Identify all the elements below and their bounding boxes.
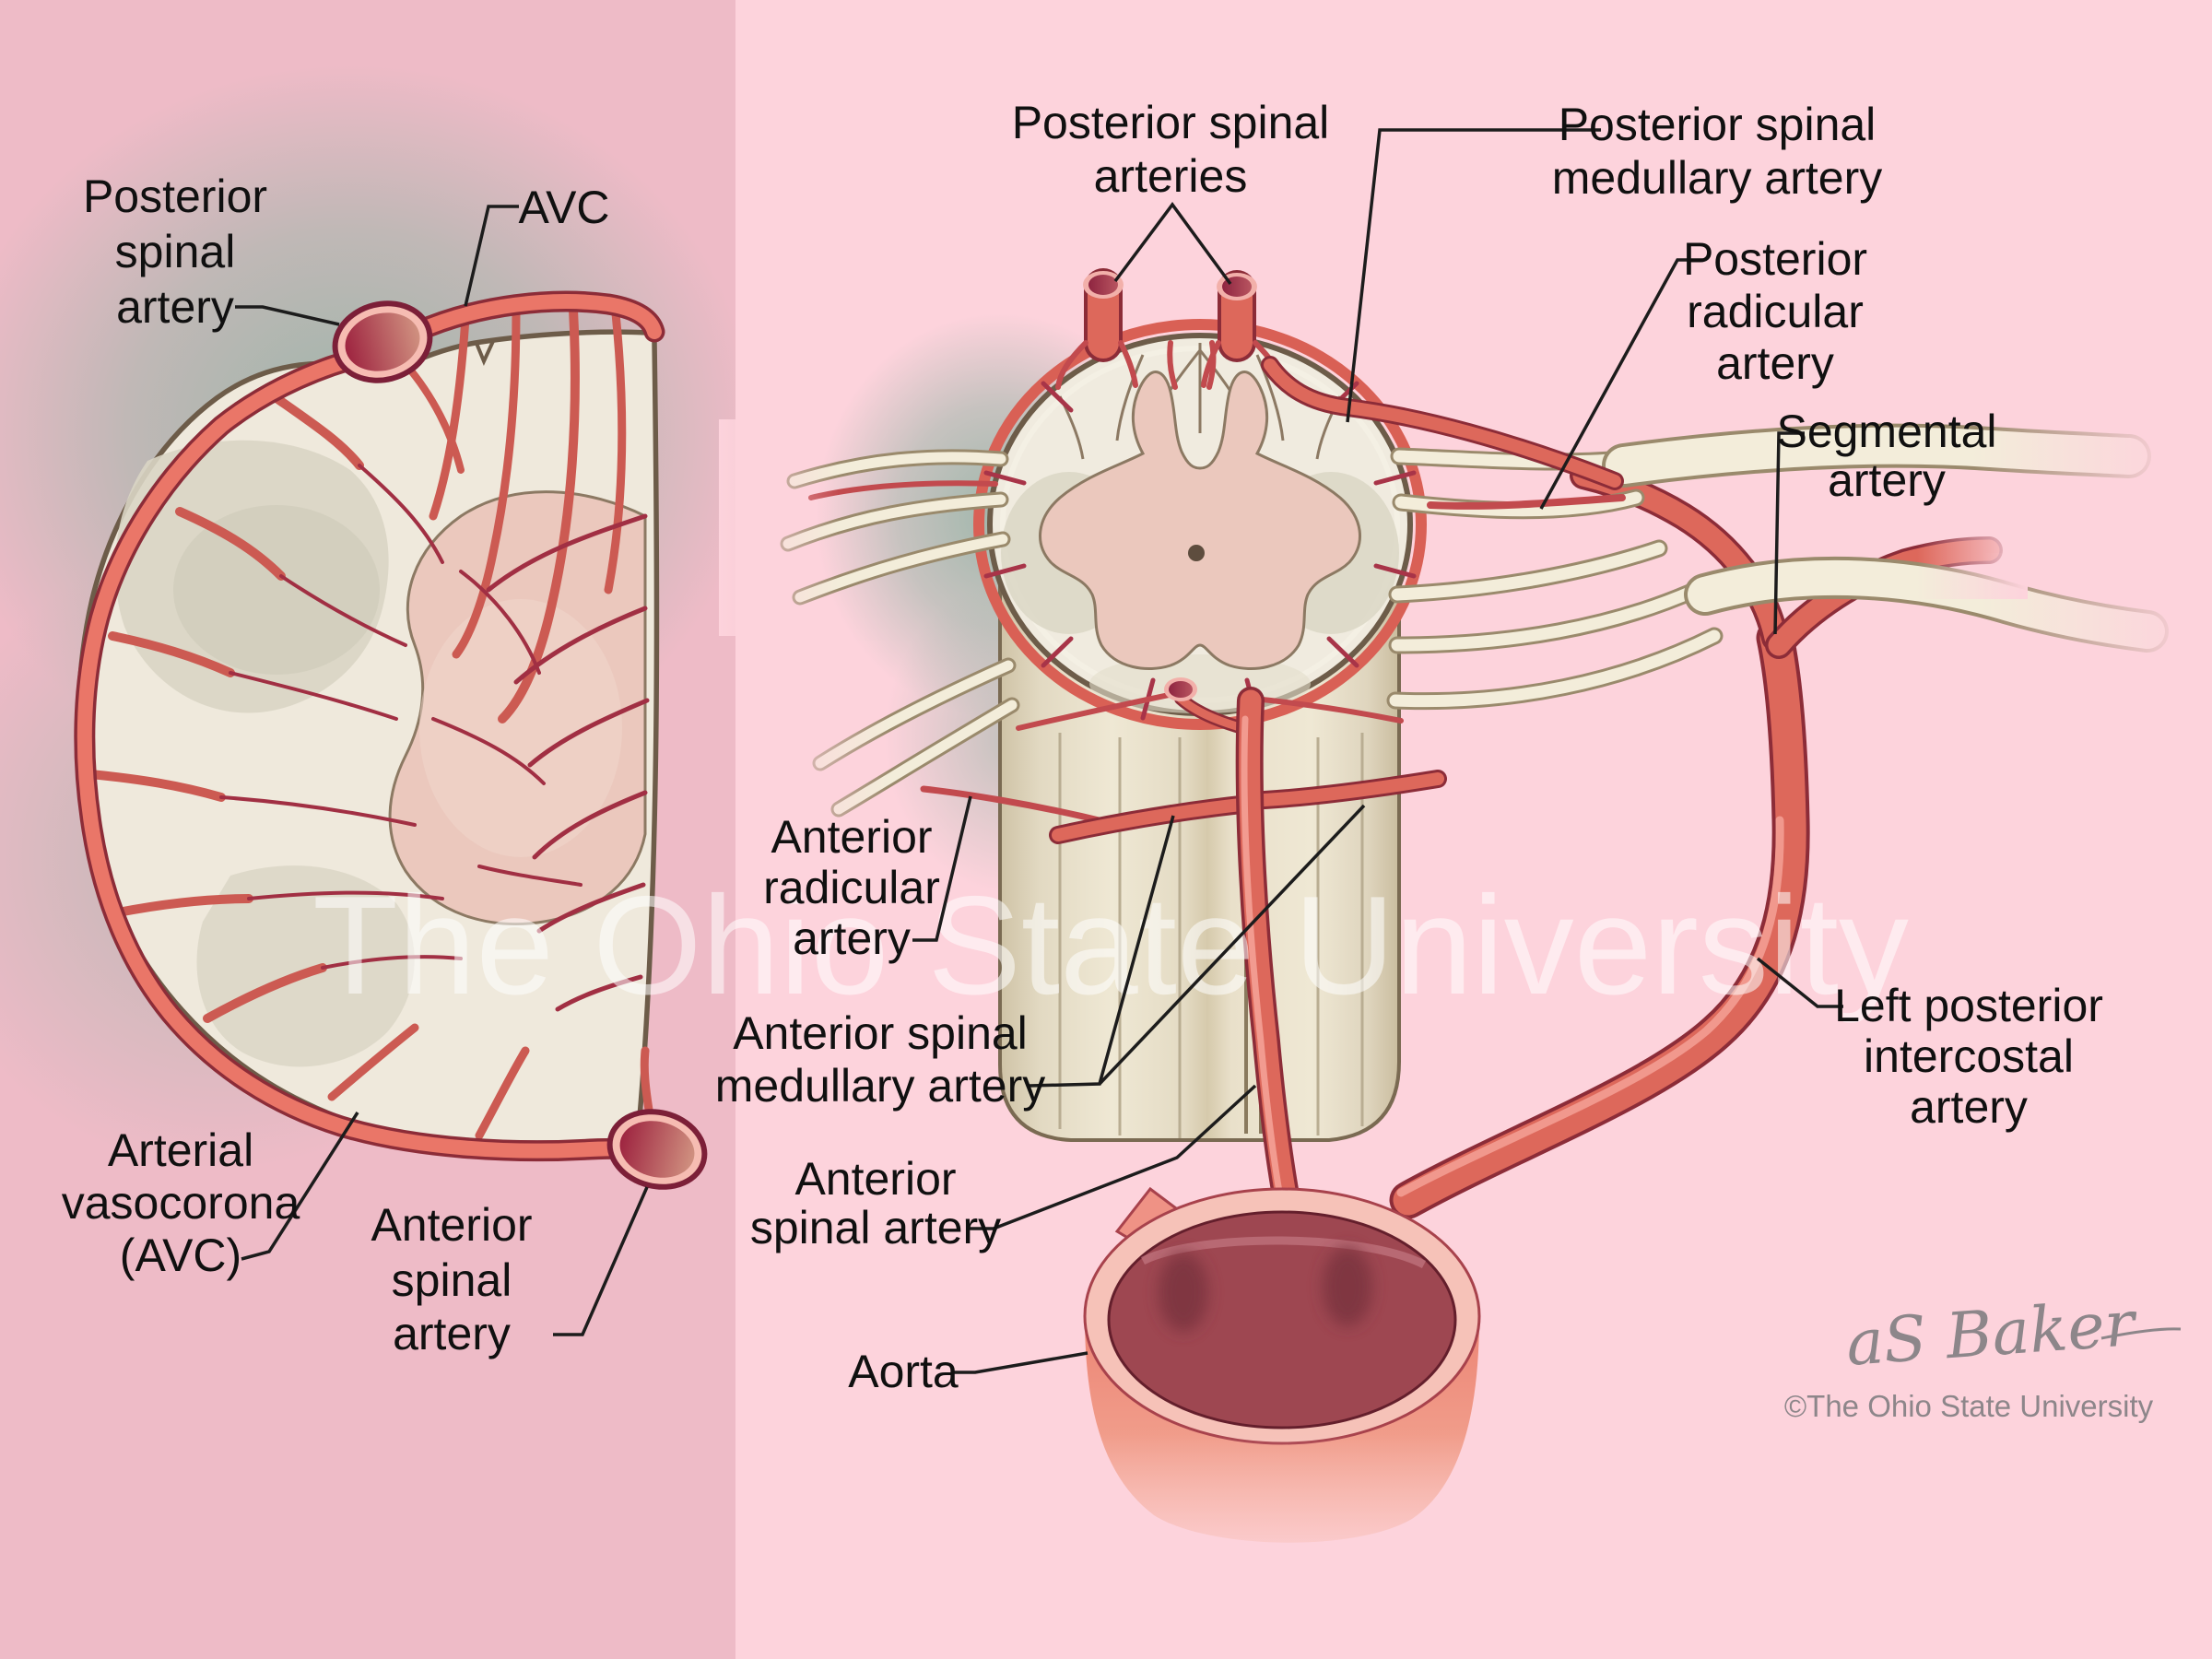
- arterial-vasocorona-ring: [74, 290, 665, 1162]
- signature-flourish: [2100, 1327, 2182, 1340]
- anterior-spinal-artery-system: [1049, 687, 1447, 1240]
- label-line: Left posterior: [1834, 980, 2103, 1031]
- label-line: medullary artery: [715, 1060, 1045, 1112]
- label-line: artery: [1716, 337, 1834, 389]
- lumen-shadow: [1159, 1253, 1208, 1332]
- label-line: (AVC): [120, 1230, 241, 1281]
- label-line: Posterior: [1683, 233, 1867, 285]
- posterior-median-sulcus: [474, 338, 496, 367]
- label-line: Arterial: [108, 1124, 253, 1176]
- leader-avc: [464, 205, 519, 307]
- watermark-text: The Ohio State University: [312, 867, 1909, 1024]
- label-line: artery: [116, 281, 234, 333]
- leader-lines: [235, 128, 1843, 1374]
- label-line: Segmental: [1776, 406, 1996, 457]
- funiculus-shading: [173, 505, 380, 675]
- leader-left-posterior-intercostal-artery: [1756, 957, 1843, 1008]
- label-line: vasocorona: [62, 1177, 300, 1229]
- posterior-radicular-artery-vessel: [1427, 494, 1626, 510]
- left-panel: [0, 0, 756, 1659]
- leader-posterior-radicular-artery: [1539, 258, 1703, 510]
- posterior-spinal-artery-cut-end: [332, 300, 433, 383]
- posterior-spinal-medullary-artery-vessel: [1264, 359, 1621, 488]
- funiculus-shading: [196, 865, 415, 1067]
- posterior-spinal-artery-tubes: [1055, 268, 1286, 390]
- label-posterior-radicular-artery: Posterior radicular artery: [1683, 233, 1867, 389]
- label-line: artery: [393, 1308, 511, 1359]
- label-avc: AVC: [518, 182, 609, 233]
- label-line: artery: [793, 912, 911, 964]
- leader-segmental-artery: [1773, 431, 1805, 635]
- label-line: radicular: [763, 862, 940, 913]
- label-arterial-vasocorona: Arterial vasocorona (AVC): [62, 1124, 300, 1281]
- label-left-posterior-intercostal-artery: Left posterior intercostal artery: [1834, 980, 2103, 1133]
- label-line: intercostal: [1864, 1030, 2074, 1082]
- leader-posterior-spinal-artery-left: [235, 305, 340, 326]
- leader-posterior-spinal-arteries: [1113, 202, 1232, 286]
- label-line: spinal: [392, 1254, 512, 1306]
- label-line: medullary artery: [1552, 152, 1882, 204]
- label-aorta: Aorta: [848, 1346, 959, 1397]
- label-line: Posterior spinal: [1559, 99, 1877, 150]
- label-line: arteries: [1094, 150, 1248, 202]
- lumen-shadow: [1323, 1247, 1372, 1326]
- anterior-spinal-artery-cut-stump: [1164, 677, 1197, 701]
- central-canal: [1188, 545, 1205, 561]
- anterior-spinal-medullary-artery-right: [1258, 772, 1444, 806]
- pial-arterial-plexus-ring: [973, 319, 1427, 730]
- copyright-text: ©The Ohio State University: [1784, 1389, 2154, 1423]
- label-line: Anterior: [794, 1153, 956, 1205]
- anterior-radicular-artery-vessel: [920, 785, 1114, 827]
- label-posterior-spinal-arteries: Posterior spinal arteries: [1012, 97, 1330, 202]
- radicular-and-medullary-arteries: [808, 356, 1626, 827]
- label-line: spinal: [115, 226, 236, 277]
- label-line: spinal artery: [750, 1202, 1001, 1253]
- label-anterior-radicular-artery: Anterior radicular artery: [763, 811, 940, 964]
- label-line: Posterior: [83, 171, 267, 222]
- anterior-spinal-artery-cut-end: [606, 1109, 708, 1190]
- fade-overlays: [719, 382, 2194, 1585]
- leader-anterior-spinal-medullary-artery-2: [1098, 804, 1366, 1086]
- label-line: Anterior: [371, 1199, 532, 1251]
- gray-matter-highlight: [419, 599, 622, 857]
- label-anterior-spinal-artery-right: Anterior spinal artery: [750, 1153, 1001, 1253]
- anterior-spinal-medullary-artery-left: [1052, 797, 1255, 841]
- right-panel: [719, 0, 2212, 1659]
- leader-arterial-vasocorona: [241, 1112, 359, 1261]
- label-line: Posterior spinal: [1012, 97, 1330, 148]
- leader-anterior-spinal-artery-right: [968, 1084, 1257, 1230]
- leader-anterior-spinal-artery-left: [553, 1186, 649, 1336]
- gray-matter-butterfly: [1039, 371, 1361, 670]
- leader-anterior-radicular-artery: [912, 795, 972, 942]
- intramedullary-branches: [86, 305, 654, 1140]
- label-segmental-artery: Segmental artery: [1776, 406, 1996, 506]
- label-anterior-spinal-medullary-artery: Anterior spinal medullary artery: [715, 1007, 1045, 1112]
- leader-posterior-spinal-medullary-artery: [1346, 128, 1601, 423]
- leader-aorta: [951, 1351, 1088, 1374]
- label-line: artery: [1910, 1081, 2028, 1133]
- label-posterior-spinal-artery-left: Posterior spinal artery: [83, 171, 267, 333]
- label-line: artery: [1828, 454, 1946, 506]
- spinal-cord-hemisection: [76, 329, 660, 1153]
- label-line: radicular: [1687, 286, 1864, 337]
- label-line: Anterior spinal: [733, 1007, 1028, 1059]
- label-line: Anterior: [771, 811, 932, 863]
- labels: Posterior spinal artery AVC Arterial vas…: [62, 97, 2103, 1397]
- anterior-spinal-artery-vessel: [1239, 689, 1303, 1237]
- label-posterior-spinal-medullary-artery: Posterior spinal medullary artery: [1552, 99, 1882, 204]
- spinal-cord-cross-section: [973, 319, 1427, 730]
- label-anterior-spinal-artery-left: Anterior spinal artery: [371, 1199, 532, 1359]
